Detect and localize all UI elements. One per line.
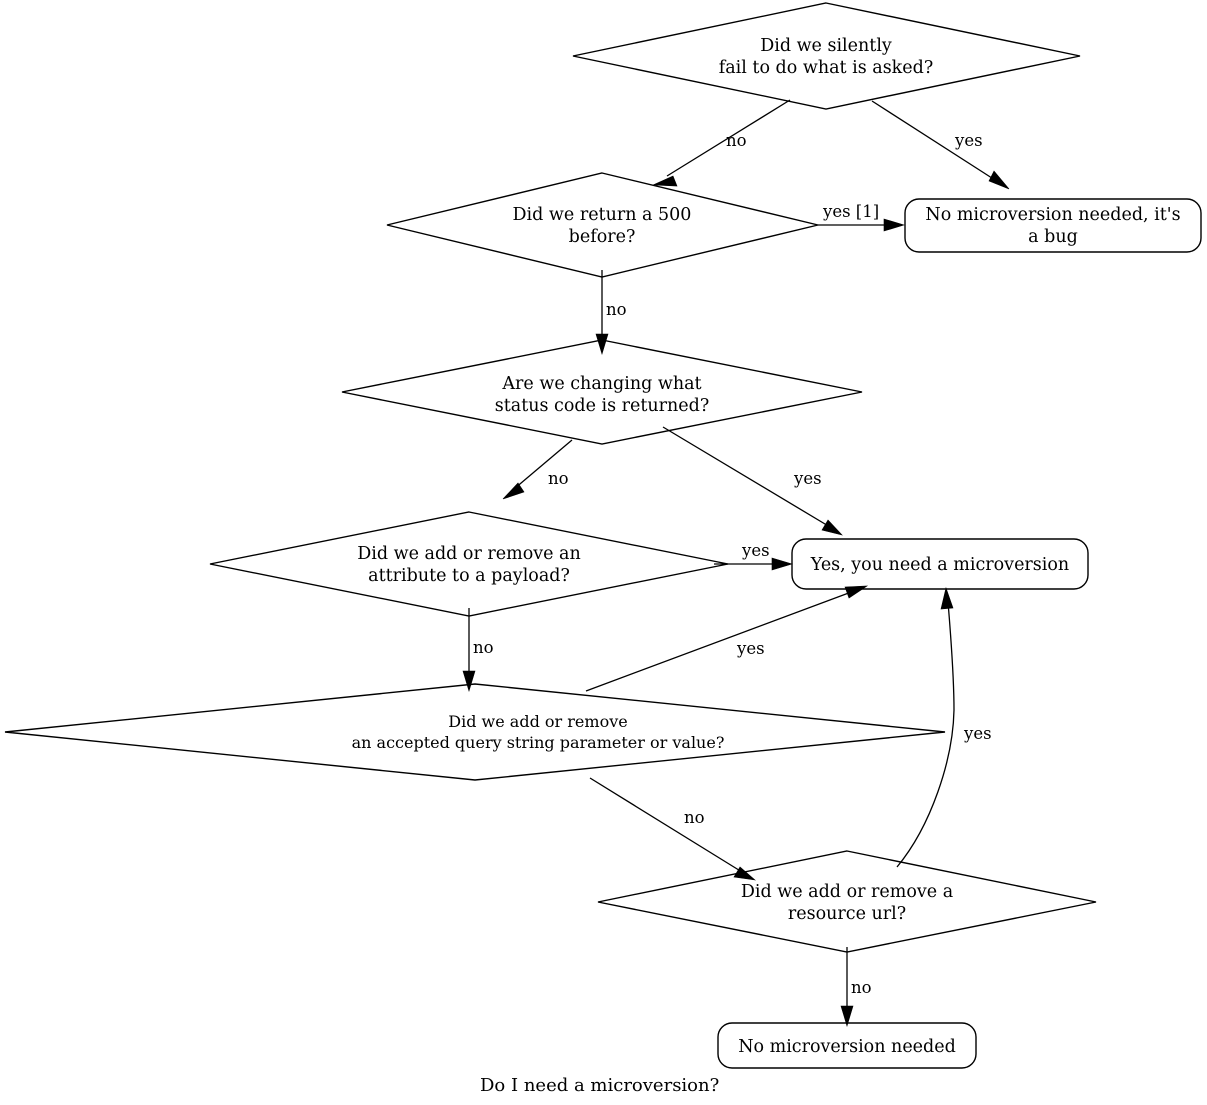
terminal-box[interactable] [904, 198, 1202, 253]
edge-status-code-no: no [502, 439, 573, 500]
node-label-line2: an accepted query string parameter or va… [352, 733, 725, 752]
edge-return-500-yes: yes [1] [818, 202, 906, 232]
edge-status-code-yes: yes [662, 426, 843, 536]
node-payload-attribute[interactable]: Did we add or remove an attribute to a p… [209, 511, 729, 617]
terminal-box[interactable] [791, 538, 1089, 590]
terminal-box[interactable] [717, 1022, 977, 1069]
decision-diamond[interactable] [386, 172, 819, 278]
edge-line [662, 426, 831, 528]
decision-diamond[interactable] [597, 850, 1097, 953]
edge-label-silently-fail-no: no [726, 131, 747, 150]
edge-resource-url-no: no [840, 947, 872, 1028]
node-silently-fail[interactable]: Did we silently fail to do what is asked… [572, 2, 1081, 110]
node-label-line1: Did we return a 500 [513, 205, 692, 225]
arrow-head-icon [883, 218, 906, 232]
edge-line [666, 99, 791, 177]
arrow-head-icon [940, 586, 954, 610]
arrow-head-icon [821, 519, 843, 536]
edge-payload-attribute-no: no [462, 608, 494, 693]
edge-query-string-no: no [589, 777, 756, 881]
node-query-string[interactable]: Did we add or remove an accepted query s… [4, 683, 946, 781]
edge-label-silently-fail-yes: yes [954, 131, 983, 150]
node-bug-box[interactable]: No microversion needed, it's a bug [904, 198, 1202, 253]
edge-label-return-500-no: no [606, 300, 627, 319]
arrow-head-icon [844, 585, 869, 599]
edge-line [589, 777, 743, 873]
decision-diamond[interactable] [341, 339, 863, 445]
node-label-line1: No microversion needed, it's [925, 205, 1180, 225]
edge-label-query-string-yes: yes [736, 639, 765, 658]
graph-caption: Do I need a microversion? [480, 1075, 719, 1096]
node-label-line1: Yes, you need a microversion [810, 555, 1069, 575]
edge-return-500-no: no [595, 270, 627, 356]
node-label-line2: before? [569, 227, 636, 247]
node-label-line1: Did we add or remove [448, 712, 627, 731]
edge-silently-fail-no: no [652, 99, 791, 187]
edge-line [871, 100, 996, 181]
node-label-line2: resource url? [788, 904, 906, 924]
node-no-microversion[interactable]: No microversion needed [717, 1022, 977, 1069]
edge-label-payload-attribute-no: no [473, 638, 494, 657]
edge-label-payload-attribute-yes: yes [741, 541, 770, 560]
edge-payload-attribute-yes: yes [714, 541, 794, 571]
decision-diamond[interactable] [572, 2, 1081, 110]
node-label-line1: Did we add or remove a [741, 882, 953, 902]
node-return-500[interactable]: Did we return a 500 before? [386, 172, 819, 278]
node-label-line2: fail to do what is asked? [719, 58, 933, 78]
node-label-line2: status code is returned? [495, 396, 710, 416]
edge-label-resource-url-yes: yes [963, 724, 992, 743]
edge-line [585, 590, 855, 692]
arrow-head-icon [595, 333, 609, 356]
node-label-line2: a bug [1028, 227, 1078, 247]
node-label-line1: Did we add or remove an [357, 544, 581, 564]
node-label-line2: attribute to a payload? [368, 566, 570, 586]
edge-silently-fail-yes: yes [871, 100, 1010, 190]
arrow-head-icon [840, 1005, 854, 1028]
arrow-head-icon [771, 557, 794, 571]
node-label-line1: Did we silently [760, 36, 892, 56]
edge-query-string-yes: yes [585, 585, 869, 692]
edge-line [896, 601, 955, 868]
edge-label-return-500-yes: yes [1] [822, 202, 879, 221]
node-status-code[interactable]: Are we changing what status code is retu… [341, 339, 863, 445]
node-label-line1: No microversion needed [738, 1037, 956, 1057]
arrow-head-icon [652, 175, 678, 187]
edge-line [513, 439, 573, 490]
arrow-head-icon [988, 170, 1010, 190]
arrow-head-icon [462, 670, 476, 693]
edge-label-status-code-no: no [548, 469, 569, 488]
decision-diamond[interactable] [4, 683, 946, 781]
arrow-head-icon [733, 866, 756, 881]
edge-label-resource-url-no: no [851, 978, 872, 997]
node-label-line1: Are we changing what [501, 374, 701, 394]
edge-resource-url-yes: yes [896, 586, 992, 868]
arrow-head-icon [502, 482, 525, 500]
node-resource-url[interactable]: Did we add or remove a resource url? [597, 850, 1097, 953]
edge-label-status-code-yes: yes [793, 469, 822, 488]
decision-diamond[interactable] [209, 511, 729, 617]
edge-label-query-string-no: no [684, 808, 705, 827]
node-need-microversion[interactable]: Yes, you need a microversion [791, 538, 1089, 590]
